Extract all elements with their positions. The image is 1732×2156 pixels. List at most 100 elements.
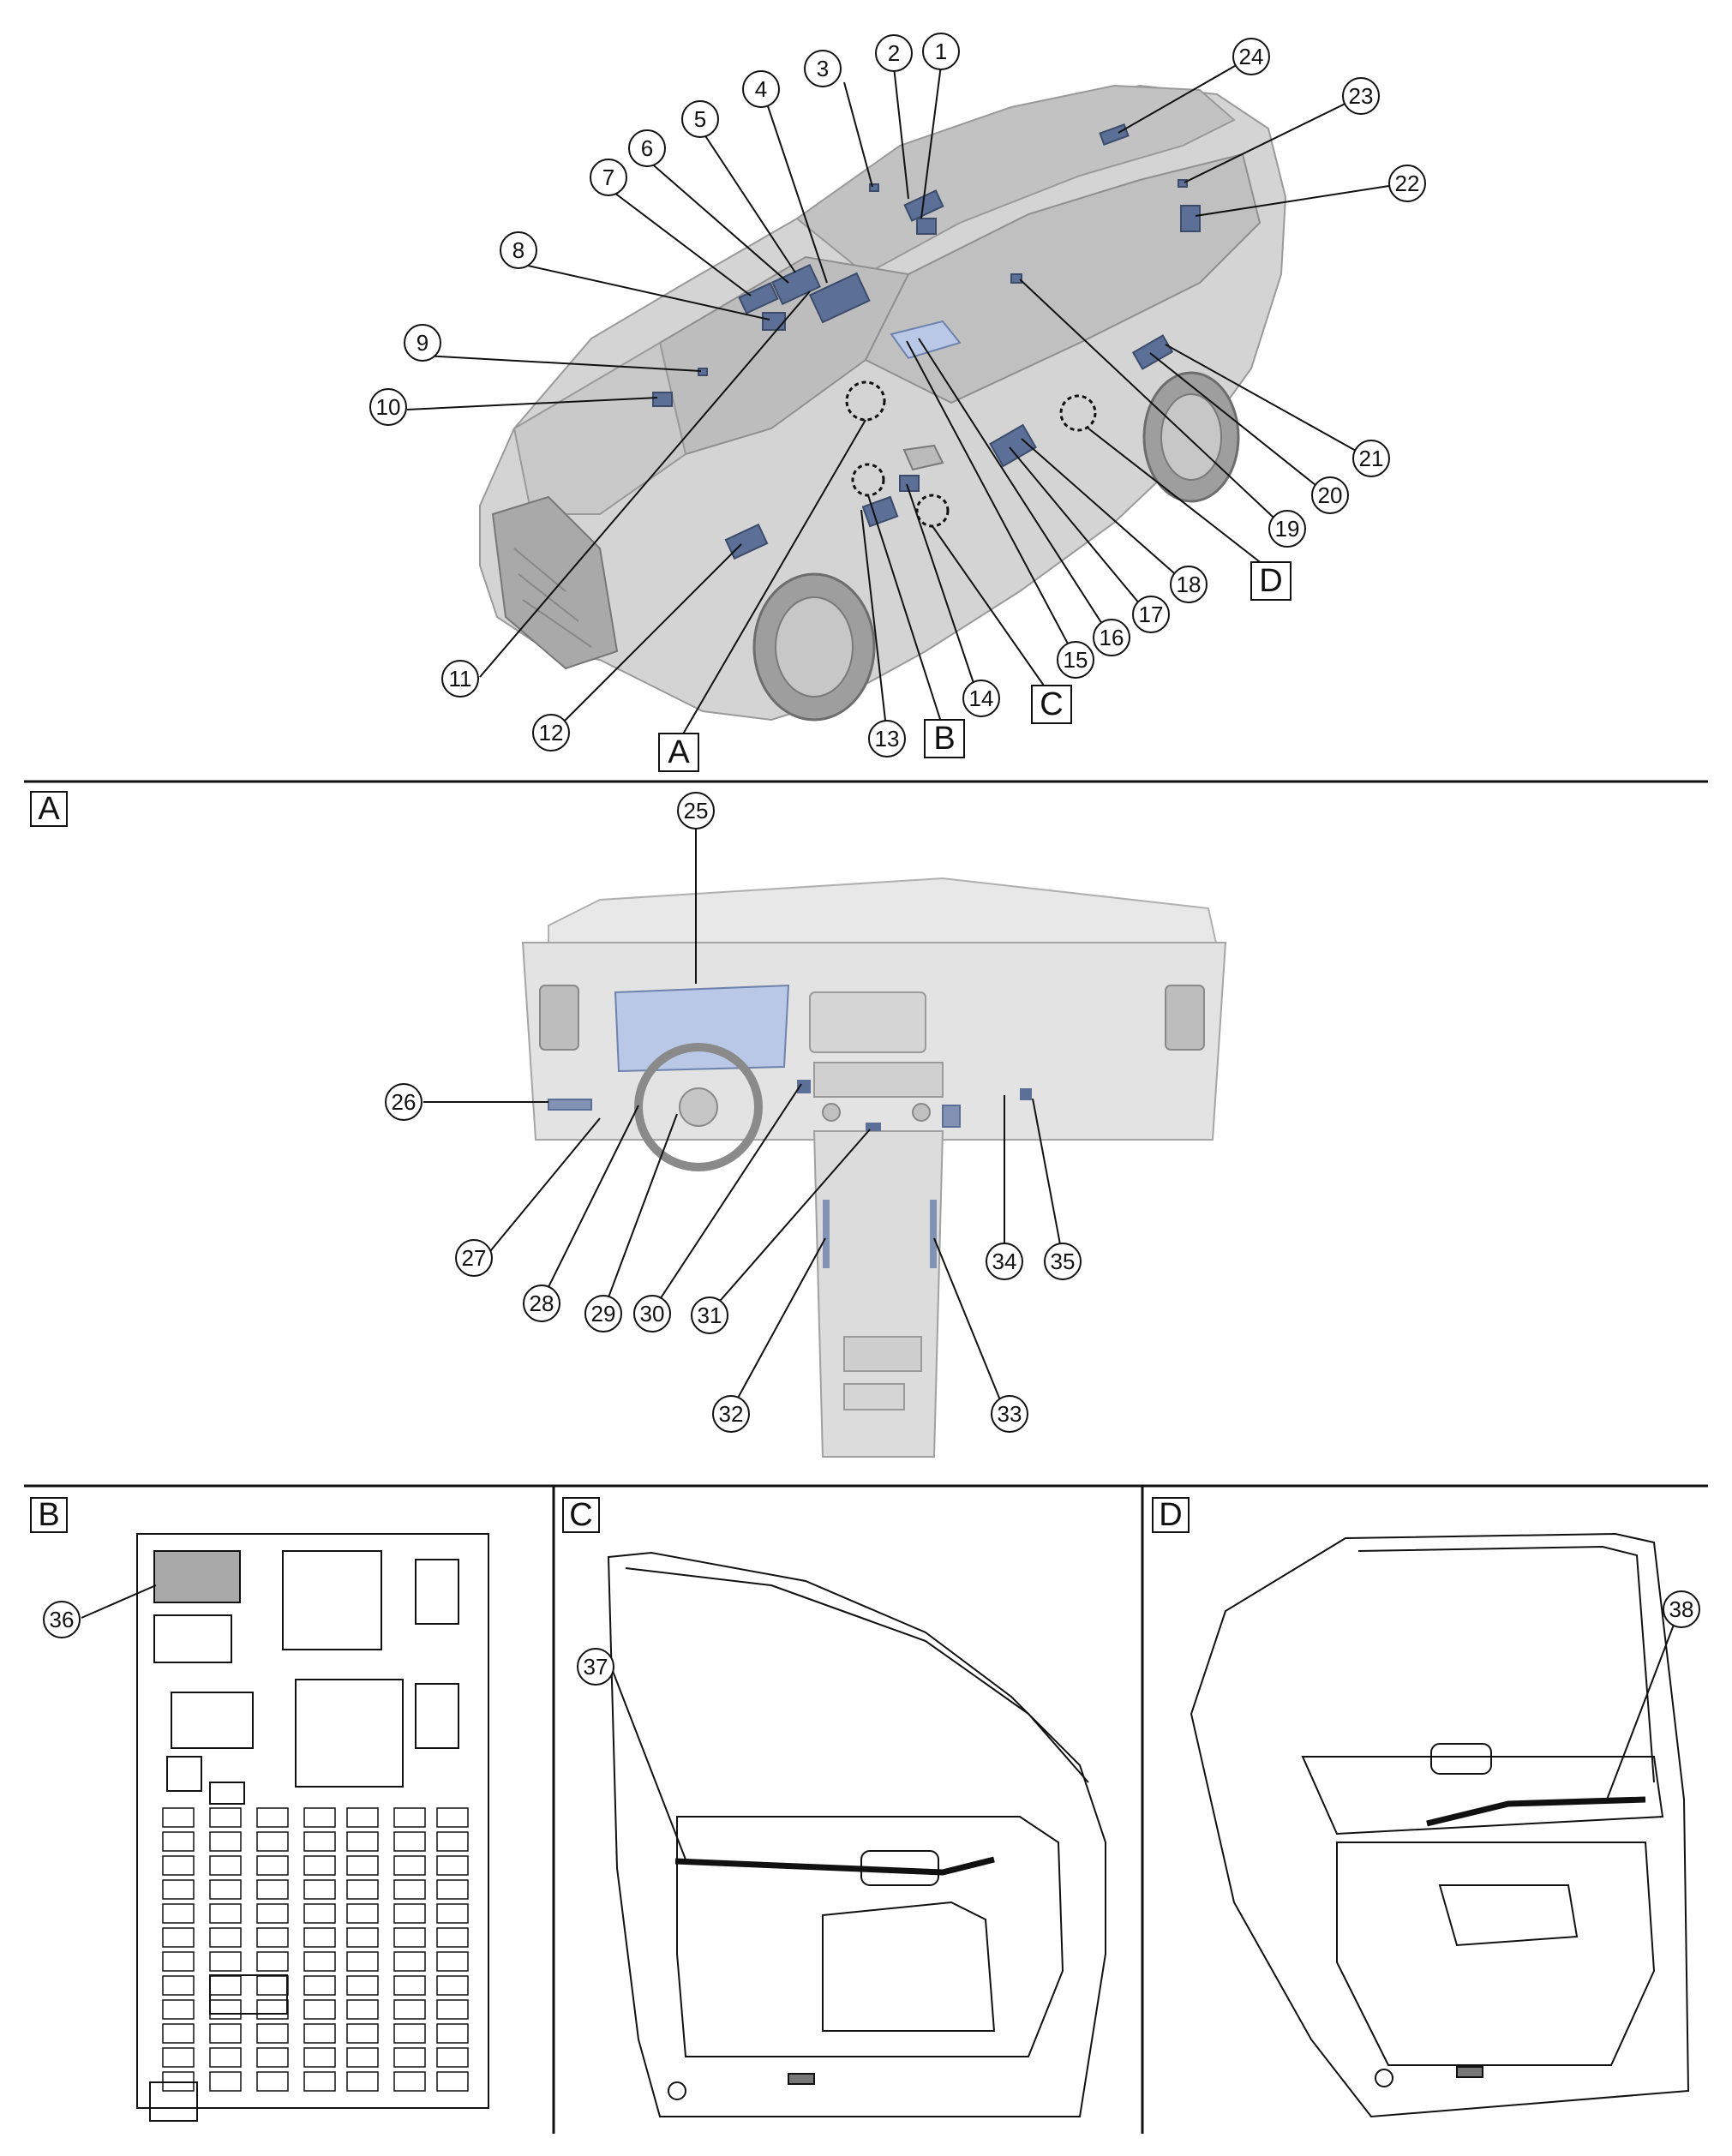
panel-c-label-text: C (569, 1497, 592, 1533)
callout-24: 24 (1232, 38, 1270, 75)
callout-29: 29 (584, 1295, 622, 1333)
callout-36: 36 (43, 1601, 81, 1638)
panel-b-label-text: B (38, 1497, 59, 1533)
fuse-slot (162, 1903, 195, 1924)
fuse-slot (162, 1831, 195, 1852)
fuse-slot (162, 1975, 195, 1996)
fuse-slot (303, 1807, 336, 1828)
fuse-slot (256, 1951, 289, 1972)
callout-label: 35 (1051, 1249, 1076, 1274)
fuse-slot (393, 1855, 426, 1876)
fuse-slot (436, 1903, 469, 1924)
fuse-slot (209, 1879, 242, 1900)
callout-label: 20 (1318, 482, 1343, 508)
fuse-slot (436, 1951, 469, 1972)
fuse-slot (303, 2023, 336, 2044)
callout-label: 16 (1100, 625, 1124, 650)
callout-label: 8 (512, 237, 524, 263)
fuse-slot (393, 1807, 426, 1828)
callout-18: 18 (1170, 566, 1208, 603)
callout-9: 9 (404, 324, 441, 362)
callout-25: 25 (677, 792, 715, 829)
callout-14: 14 (962, 680, 1000, 717)
panel-separators (24, 780, 1708, 2134)
callout-2: 2 (875, 34, 913, 72)
fuse-slot (346, 1807, 379, 1828)
fuse-slot (303, 2071, 336, 2092)
fuse-slot (256, 1903, 289, 1924)
callout-35: 35 (1044, 1243, 1082, 1280)
callout-7: 7 (590, 159, 627, 196)
fuse-slot (209, 2023, 242, 2044)
leader-line-37 (610, 1666, 686, 1860)
fuse-slot (346, 2071, 379, 2092)
view-ref-label-D: D (1259, 563, 1282, 599)
fuse-slot (393, 2047, 426, 2068)
dashboard-leader-lines (423, 825, 1064, 1411)
callout-17: 17 (1132, 596, 1170, 633)
view-ref-C: C (1031, 685, 1072, 724)
callout-label: 38 (1669, 1596, 1694, 1622)
fuse-slot (303, 1975, 336, 1996)
fuse-slot (209, 1999, 242, 2020)
callout-33: 33 (991, 1395, 1028, 1433)
fuse-slot (346, 1879, 379, 1900)
fuse-slot (303, 1879, 336, 1900)
fuse-slot (256, 1807, 289, 1828)
fuse-slot (256, 2047, 289, 2068)
view-ref-label-B: B (933, 721, 955, 757)
callout-26: 26 (385, 1083, 423, 1121)
callout-label: 29 (591, 1301, 616, 1327)
front-door-harness (674, 1856, 995, 1876)
fuse-slot (393, 1951, 426, 1972)
fuse-slot (393, 1999, 426, 2020)
panel-c-label: C (562, 1497, 600, 1533)
fuse-slot (346, 2023, 379, 2044)
fuse-slot (162, 2071, 195, 2092)
fuse-slot (393, 1831, 426, 1852)
leader-line-38 (1606, 1613, 1679, 1800)
fuse-slot (436, 1831, 469, 1852)
fuse-slot (209, 1975, 242, 1996)
fuse-slot (393, 1903, 426, 1924)
callout-label: 6 (641, 135, 653, 161)
fuse-slot (436, 2071, 469, 2092)
vehicle-components-light (890, 320, 962, 360)
fuse-grid (162, 1807, 469, 2092)
fuse-slot (209, 1831, 242, 1852)
callout-label: 3 (817, 56, 829, 81)
fuse-slot (256, 2071, 289, 2092)
callout-label: 19 (1275, 516, 1300, 542)
callout-label: 26 (392, 1089, 417, 1115)
fuse-slot (162, 1999, 195, 2020)
callout-label: 25 (684, 798, 709, 823)
fuse-slot (303, 1831, 336, 1852)
vehicle-illustration (479, 84, 1287, 722)
fuse-slot (346, 2047, 379, 2068)
callout-label: 14 (969, 686, 994, 711)
callout-3: 3 (804, 50, 842, 87)
callout-label: 7 (602, 165, 614, 190)
callout-label: 23 (1349, 83, 1374, 109)
view-ref-label-A: A (668, 734, 690, 770)
fuse-slot (256, 1855, 289, 1876)
callout-label: 2 (888, 40, 900, 66)
overview-callouts: 1 2 3 4 5 6 7 8 9 10 11 12 13 14 15 16 1… (369, 33, 1426, 758)
fuse-slot (303, 1855, 336, 1876)
fuse-slot (162, 1927, 195, 1948)
callout-11: 11 (441, 660, 479, 698)
callout-34: 34 (986, 1243, 1023, 1280)
fuse-slot (393, 1879, 426, 1900)
callout-label: 15 (1064, 647, 1088, 673)
callout-8: 8 (500, 231, 537, 269)
callout-label: 21 (1359, 446, 1384, 471)
callout-label: 22 (1395, 171, 1420, 196)
panel-b-label: B (30, 1497, 68, 1533)
fuse-slot (393, 2071, 426, 2092)
callout-label: 9 (417, 330, 429, 356)
callout-28: 28 (523, 1285, 560, 1322)
panel-a-label-text: A (38, 791, 60, 827)
rear-door-harness (1426, 1796, 1646, 1827)
